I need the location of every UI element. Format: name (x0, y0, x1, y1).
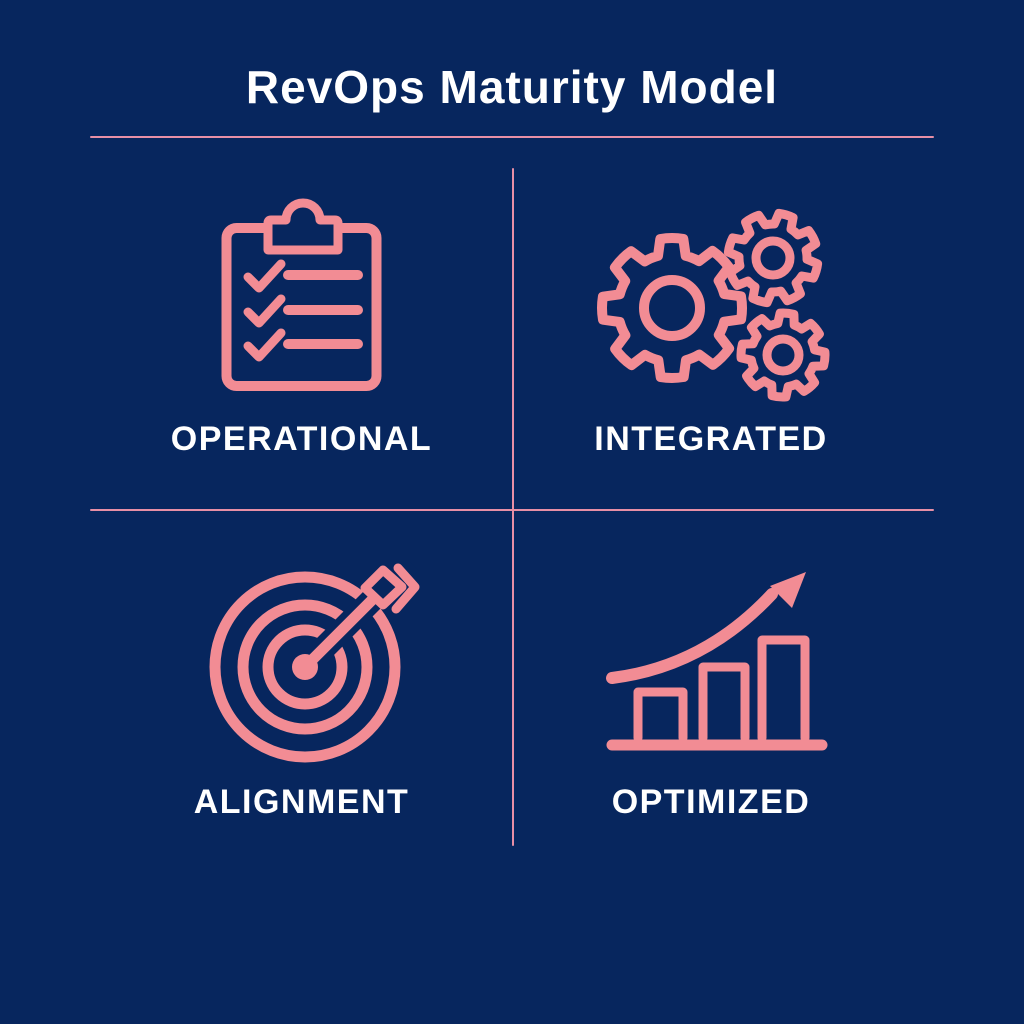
title-underline (90, 136, 934, 138)
quadrant-label-optimized: OPTIMIZED (611, 783, 811, 821)
vertical-divider (512, 168, 514, 846)
quadrant-label-operational: OPERATIONAL (170, 420, 433, 458)
page-title: RevOps Maturity Model (245, 61, 779, 113)
quadrant-label-integrated: INTEGRATED (594, 420, 828, 458)
target-dart-icon (209, 560, 420, 763)
clipboard-checklist-icon (221, 198, 382, 391)
bar-chart-growth-icon (606, 572, 828, 751)
quadrant-label-alignment: ALIGNMENT (193, 783, 410, 821)
gears-icon (597, 208, 830, 402)
